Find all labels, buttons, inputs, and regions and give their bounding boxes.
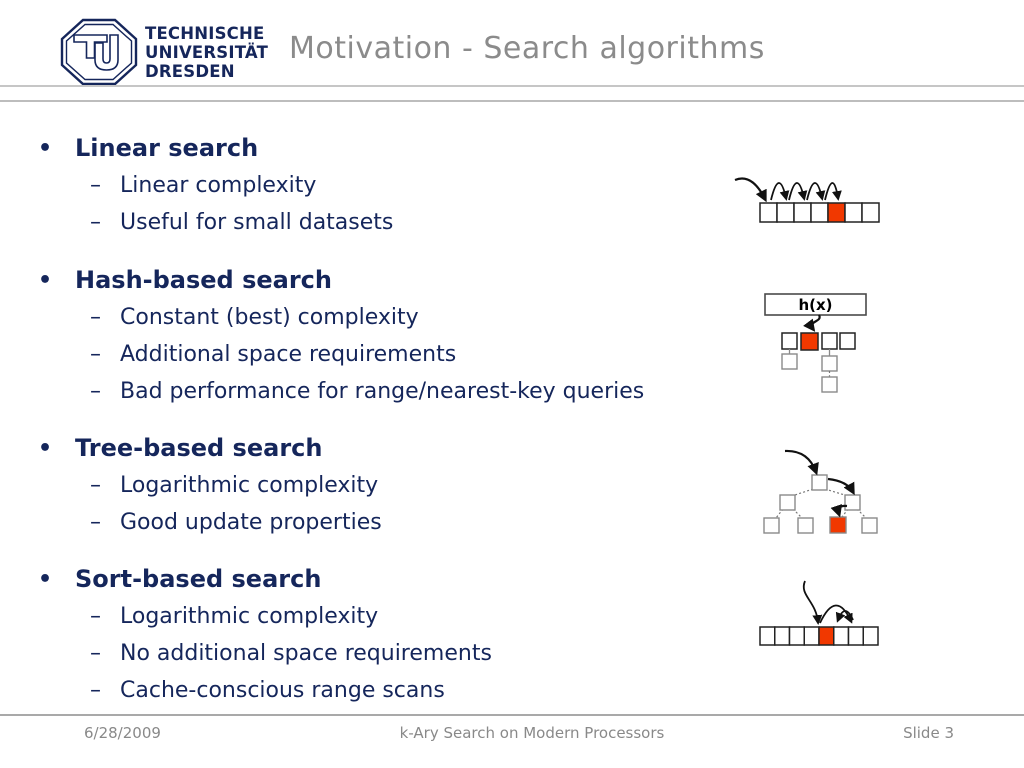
leaf-node bbox=[861, 517, 878, 534]
footer-date: 6/28/2009 bbox=[84, 724, 161, 742]
section-heading: • Sort-based search bbox=[0, 560, 760, 598]
match-cell bbox=[800, 332, 819, 351]
jump-arrow bbox=[819, 604, 853, 624]
slide-number: Slide 3 bbox=[903, 724, 954, 742]
inner-node bbox=[779, 494, 796, 511]
section-linear-search: • Linear search – Linear complexity – Us… bbox=[0, 129, 760, 241]
bucket-row bbox=[781, 332, 856, 351]
list-item-text: Good update properties bbox=[120, 510, 382, 535]
sort-based-search-diagram bbox=[759, 580, 879, 646]
jump-back-arrow bbox=[835, 610, 854, 623]
hash-function-label: h(x) bbox=[798, 296, 832, 314]
list-item: – Linear complexity bbox=[0, 167, 760, 204]
hop-arrow bbox=[770, 182, 790, 201]
bullet-marker: • bbox=[38, 566, 53, 592]
tree-based-search-diagram bbox=[763, 449, 878, 534]
list-item-text: Logarithmic complexity bbox=[120, 604, 379, 629]
list-item: – No additional space requirements bbox=[0, 635, 760, 672]
hash-based-search-diagram: h(x) bbox=[764, 293, 867, 393]
chain-cell bbox=[821, 355, 838, 372]
descent-arrow bbox=[827, 477, 855, 496]
section-heading: • Hash-based search bbox=[0, 261, 760, 299]
list-item-text: Constant (best) complexity bbox=[120, 305, 419, 330]
logo-line3: DRESDEN bbox=[145, 62, 235, 81]
section-title: Linear search bbox=[75, 134, 259, 162]
list-item: – Constant (best) complexity bbox=[0, 299, 760, 336]
page-title: Motivation - Search algorithms bbox=[289, 31, 765, 66]
list-item-text: Linear complexity bbox=[120, 173, 317, 198]
bullet-marker: • bbox=[38, 267, 53, 293]
footer: 6/28/2009 k-Ary Search on Modern Process… bbox=[0, 724, 1024, 742]
leaf-node bbox=[797, 517, 814, 534]
root-node bbox=[811, 474, 828, 491]
section-title: Hash-based search bbox=[75, 266, 332, 294]
list-item-text: Logarithmic complexity bbox=[120, 473, 379, 498]
chain-cell bbox=[781, 353, 798, 370]
footer-title: k-Ary Search on Modern Processors bbox=[399, 724, 665, 742]
match-cell bbox=[818, 626, 835, 646]
section-sort-based-search: • Sort-based search – Logarithmic comple… bbox=[0, 560, 760, 709]
array-cells bbox=[759, 626, 879, 646]
header-divider-bottom bbox=[0, 100, 1024, 102]
dash-marker: – bbox=[90, 173, 101, 198]
list-item: – Logarithmic complexity bbox=[0, 598, 760, 635]
university-name: TECHNISCHE UNIVERSITÄT DRESDEN bbox=[145, 24, 268, 81]
list-item: – Good update properties bbox=[0, 504, 760, 541]
match-cell bbox=[827, 202, 846, 223]
footer-divider bbox=[0, 714, 1024, 716]
bullet-marker: • bbox=[38, 135, 53, 161]
logo-line1: TECHNISCHE bbox=[145, 24, 265, 43]
entry-arrow bbox=[784, 449, 819, 476]
dash-marker: – bbox=[90, 678, 101, 703]
list-item-text: Additional space requirements bbox=[120, 342, 457, 367]
hash-function-box bbox=[764, 293, 867, 316]
section-title: Sort-based search bbox=[75, 565, 322, 593]
dash-marker: – bbox=[90, 473, 101, 498]
dash-marker: – bbox=[90, 510, 101, 535]
leaf-node bbox=[763, 517, 780, 534]
hop-arrow bbox=[824, 182, 842, 201]
section-heading: • Linear search bbox=[0, 129, 760, 167]
list-item-text: Cache-conscious range scans bbox=[120, 678, 445, 703]
list-item: – Additional space requirements bbox=[0, 336, 760, 373]
linear-search-diagram bbox=[734, 177, 880, 223]
match-cell bbox=[829, 516, 847, 534]
dash-marker: – bbox=[90, 210, 101, 235]
descent-arrow bbox=[830, 504, 848, 518]
entry-arrow bbox=[734, 177, 767, 203]
section-heading: • Tree-based search bbox=[0, 429, 760, 467]
list-item: – Bad performance for range/nearest-key … bbox=[0, 373, 760, 410]
hash-arrow bbox=[803, 314, 821, 332]
dash-marker: – bbox=[90, 379, 101, 404]
list-item-text: Useful for small datasets bbox=[120, 210, 394, 235]
dash-marker: – bbox=[90, 641, 101, 666]
inner-node bbox=[844, 494, 861, 511]
array-cells bbox=[759, 202, 880, 223]
dash-marker: – bbox=[90, 305, 101, 330]
dash-marker: – bbox=[90, 342, 101, 367]
bullet-marker: • bbox=[38, 435, 53, 461]
chain-cell bbox=[821, 376, 838, 393]
tu-dresden-logo-icon bbox=[60, 18, 138, 86]
list-item-text: Bad performance for range/nearest-key qu… bbox=[120, 379, 645, 404]
header-divider-top bbox=[0, 85, 1024, 87]
list-item: – Cache-conscious range scans bbox=[0, 672, 760, 709]
section-hash-based-search: • Hash-based search – Constant (best) co… bbox=[0, 261, 760, 410]
section-tree-based-search: • Tree-based search – Logarithmic comple… bbox=[0, 429, 760, 541]
dash-marker: – bbox=[90, 604, 101, 629]
hop-arrow bbox=[788, 182, 808, 201]
entry-arrow bbox=[802, 580, 823, 625]
section-title: Tree-based search bbox=[75, 434, 323, 462]
list-item: – Logarithmic complexity bbox=[0, 467, 760, 504]
list-item-text: No additional space requirements bbox=[120, 641, 492, 666]
hop-arrow bbox=[806, 182, 826, 201]
list-item: – Useful for small datasets bbox=[0, 204, 760, 241]
logo-line2: UNIVERSITÄT bbox=[145, 43, 269, 62]
